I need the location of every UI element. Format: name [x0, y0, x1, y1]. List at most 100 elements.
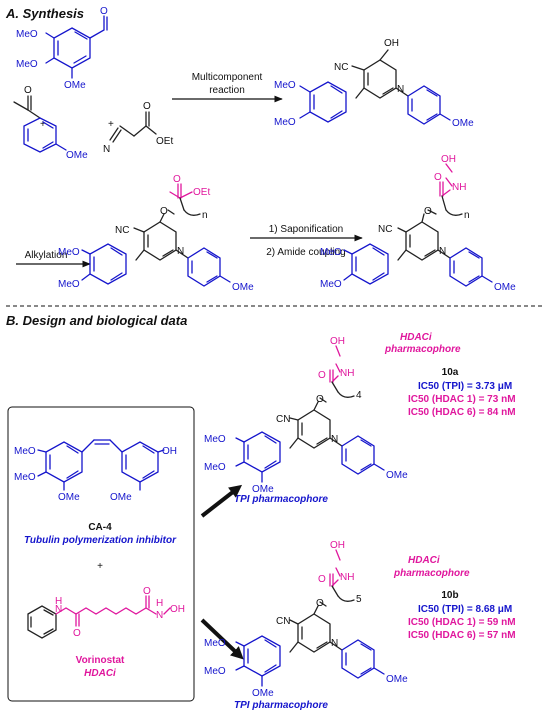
ic50-hdac6-10b: IC50 (HDAC 6) = 57 nM — [408, 630, 516, 641]
atom-meo: MeO — [16, 29, 38, 40]
atom-ome: OMe — [452, 118, 474, 129]
ic50-hdac6-10a: IC50 (HDAC 6) = 84 nM — [408, 407, 516, 418]
atom-o: O — [316, 598, 324, 609]
atom-ome: OMe — [386, 674, 408, 685]
vorinostat-name: Vorinostat — [76, 655, 125, 666]
atom-n: N — [55, 604, 62, 615]
atom-nh: NH — [340, 572, 354, 583]
step1-label: Multicomponent — [192, 72, 263, 83]
atom-meo: MeO — [320, 247, 342, 258]
atom-oet: OEt — [156, 136, 173, 147]
atom-n-sub: n — [464, 210, 470, 221]
atom-o: O — [24, 85, 32, 96]
plus-sign: + — [108, 119, 114, 130]
atom-nc: NC — [378, 224, 392, 235]
vorinostat-structure: H N O O N H OH — [27, 586, 185, 639]
trimethoxybenzaldehyde: O MeO MeO OMe — [16, 6, 108, 91]
step1-label: reaction — [209, 85, 245, 96]
atom-ome: OMe — [66, 150, 88, 161]
atom-o: O — [143, 586, 151, 597]
atom-n: N — [103, 144, 110, 155]
hydroxamic-acid-product: OH NH O O n NC N MeO MeO OMe — [320, 154, 516, 293]
atom-ome: OMe — [494, 282, 516, 293]
atom-meo: MeO — [14, 472, 36, 483]
atom-meo: MeO — [274, 80, 296, 91]
atom-nh: NH — [340, 368, 354, 379]
design-arrow-down — [200, 618, 244, 660]
atom-meo: MeO — [16, 59, 38, 70]
chain-length: 4 — [356, 390, 362, 401]
ca4-name: CA-4 — [88, 522, 112, 533]
compound-10b: OH NH O O 5 CN N MeO MeO OMe OMe — [204, 540, 408, 699]
atom-meo: MeO — [14, 446, 36, 457]
atom-ome: OMe — [252, 484, 274, 495]
atom-o: O — [143, 101, 151, 112]
atom-oh: OH — [441, 154, 456, 165]
hdaci-pharmacophore-label: pharmacophore — [393, 568, 470, 579]
atom-nh-h: H — [55, 596, 62, 607]
methoxyacetophenone: O OMe — [13, 85, 88, 161]
ic50-tpi-10b: IC50 (TPI) = 8.68 μM — [418, 604, 512, 615]
hdaci-pharmacophore-label: pharmacophore — [384, 344, 461, 355]
atom-o: O — [318, 574, 326, 585]
hdaci-pharmacophore-label: HDACi — [400, 332, 432, 343]
atom-ome: OMe — [386, 470, 408, 481]
atom-n: N — [177, 246, 184, 257]
tpi-pharmacophore-label: TPI pharmacophore — [234, 494, 328, 505]
plus-sign: + — [97, 561, 103, 572]
precursors-box — [7, 406, 195, 702]
atom-cn: CN — [276, 616, 290, 627]
atom-n: N — [156, 610, 163, 621]
atom-ome: OMe — [64, 80, 86, 91]
atom-meo: MeO — [204, 462, 226, 473]
atom-n: N — [331, 638, 338, 649]
atom-nh: NH — [452, 182, 466, 193]
atom-nc: NC — [334, 62, 348, 73]
tpi-pharmacophore-label: TPI pharmacophore — [234, 700, 328, 711]
atom-cn: CN — [276, 414, 290, 425]
ester-intermediate: O OEt O n NC N MeO MeO OMe — [58, 174, 254, 293]
compound-id-10a: 10a — [442, 367, 459, 378]
atom-o: O — [73, 628, 81, 639]
atom-o: O — [160, 206, 168, 217]
atom-o: O — [173, 174, 181, 185]
atom-oh: OH — [162, 446, 177, 457]
atom-ome: OMe — [58, 492, 80, 503]
ca4-description: Tubulin polymerization inhibitor — [24, 535, 177, 546]
atom-oh: OH — [330, 540, 345, 551]
ic50-hdac1-10b: IC50 (HDAC 1) = 59 nM — [408, 617, 516, 628]
design-arrow-up — [200, 484, 243, 518]
ic50-hdac1-10a: IC50 (HDAC 1) = 73 nM — [408, 394, 516, 405]
vorinostat-description: HDACi — [84, 668, 116, 679]
step2-label: Alkylation — [25, 250, 68, 261]
atom-o: O — [316, 394, 324, 405]
step3-label: 2) Amide coupling — [266, 247, 346, 258]
atom-oh: OH — [384, 38, 399, 49]
atom-oh: OH — [330, 336, 345, 347]
atom-meo: MeO — [320, 279, 342, 290]
atom-meo: MeO — [58, 247, 80, 258]
atom-o: O — [434, 172, 442, 183]
atom-o: O — [318, 370, 326, 381]
atom-o: O — [424, 206, 432, 217]
compound-10a: OH NH O O 4 CN N MeO MeO OMe OMe — [204, 336, 408, 495]
atom-meo: MeO — [204, 638, 226, 649]
atom-ome: OMe — [252, 688, 274, 699]
hydroxypyridine-product: OH NC N MeO MeO OMe — [274, 38, 474, 129]
atom-n-sub: n — [202, 210, 208, 221]
hdaci-pharmacophore-label: HDACi — [408, 555, 440, 566]
atom-n: N — [397, 84, 404, 95]
section-b-title: B. Design and biological data — [6, 313, 187, 328]
plus-sign: + — [40, 119, 46, 130]
atom-oh: OH — [170, 604, 185, 615]
atom-n: N — [331, 434, 338, 445]
section-a-title: A. Synthesis — [5, 6, 84, 21]
ca4-structure: MeO MeO OMe OH OMe — [14, 439, 177, 503]
ethyl-cyanoacetate: N O OEt — [103, 101, 173, 155]
atom-nh-h: H — [156, 598, 163, 609]
chain-length: 5 — [356, 594, 362, 605]
atom-ome: OMe — [232, 282, 254, 293]
atom-meo: MeO — [58, 279, 80, 290]
atom-o: O — [100, 6, 108, 17]
